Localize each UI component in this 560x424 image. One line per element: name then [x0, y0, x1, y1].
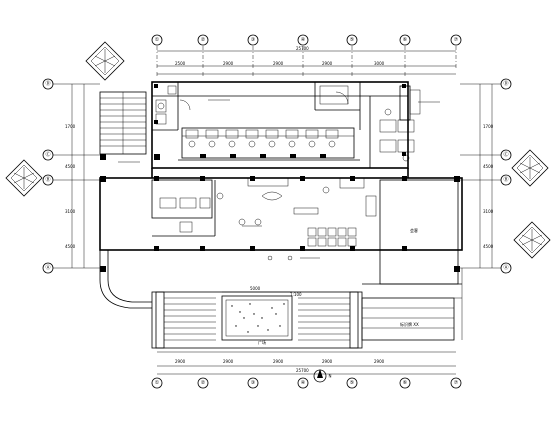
- office-desks-right: [379, 89, 421, 162]
- fountain-texture: [231, 303, 285, 333]
- north-label: N: [329, 374, 332, 379]
- grid-label: ④: [301, 380, 306, 386]
- sign-box-label: 标识牌 XX: [400, 321, 419, 327]
- dim-seg: 2900: [322, 359, 333, 364]
- dim-seg: 2900: [223, 61, 234, 66]
- dim-seg: 2900: [374, 359, 385, 364]
- grid-label: Ⓐ: [45, 264, 50, 271]
- north-arrow-icon: N: [313, 369, 332, 383]
- dim-left: 1700: [65, 124, 76, 129]
- dim-seg: 2900: [175, 359, 186, 364]
- column-grid-top: ① ② ③ ④ ⑤ ⑥ ⑦: [151, 34, 462, 68]
- grid-label: ②: [201, 37, 206, 43]
- dim-seg: 2900: [223, 359, 234, 364]
- front-terrace: 5000: [151, 286, 363, 349]
- dim-right: 4500: [483, 164, 494, 169]
- grid-bubble-top-5: ⑤: [346, 34, 358, 46]
- grid-bubble-left-D: Ⓓ: [42, 78, 54, 90]
- grid-bubble-right-B: Ⓑ: [500, 174, 512, 186]
- grid-label: Ⓒ: [503, 151, 508, 158]
- grid-label: ①: [155, 37, 160, 43]
- column-grid-bottom: 2900 2900 2900 2900 2900 25700 ① ② ③ ④ ⑤…: [151, 351, 462, 389]
- dim-left: 3100: [65, 209, 76, 214]
- grid-bubble-bottom-2: ②: [197, 377, 209, 389]
- grid-bubble-top-2: ②: [197, 34, 209, 46]
- dim-right: 1700: [483, 124, 494, 129]
- waiting-area-furniture: [159, 177, 377, 261]
- grid-label: ⑤: [350, 380, 354, 386]
- right-sign-area: 标识牌 XX: [361, 268, 463, 341]
- grid-bubble-bottom-7: ⑦: [450, 377, 462, 389]
- building-walls: [99, 81, 463, 285]
- dim-fountain: 5000: [250, 286, 261, 291]
- elevation-index-symbol-right: [511, 149, 549, 187]
- grid-bubble-top-1: ①: [151, 34, 163, 46]
- grid-bubble-top-7: ⑦: [450, 34, 462, 46]
- grid-bubble-bottom-4: ④: [297, 377, 309, 389]
- grid-label: ⑤: [350, 37, 354, 43]
- grid-label: Ⓐ: [503, 264, 508, 271]
- grid-bubble-right-D: Ⓓ: [500, 78, 512, 90]
- annotation-leaders: [118, 99, 440, 259]
- dim-seg: 3000: [374, 61, 385, 66]
- dim-seg: 2900: [273, 61, 284, 66]
- elevation-index-symbol-left: [5, 159, 43, 197]
- grid-bubble-right-A: Ⓐ: [500, 262, 512, 274]
- grid-bubble-top-4: ④: [297, 34, 309, 46]
- grid-bubble-bottom-6: ⑥: [399, 377, 411, 389]
- dim-right: 3100: [483, 209, 494, 214]
- grid-label: ④: [301, 37, 306, 43]
- grid-bubble-left-B: Ⓑ: [42, 174, 54, 186]
- scale-label: 1:100: [290, 292, 302, 297]
- elevation-index-symbol-bottom-right: [513, 221, 551, 259]
- grid-label: ⑥: [403, 380, 408, 386]
- grid-label: Ⓑ: [503, 176, 508, 183]
- grid-label: ②: [201, 380, 206, 386]
- dim-seg: 2500: [175, 61, 186, 66]
- top-dimensions: 25700 2500 2900 2900 2900 3000: [156, 46, 456, 76]
- curved-ramp: [99, 180, 152, 309]
- dim-seg: 2900: [273, 359, 284, 364]
- grid-bubble-bottom-5: ⑤: [346, 377, 358, 389]
- grid-bubble-left-A: Ⓐ: [42, 262, 54, 274]
- dim-left: 4500: [65, 164, 76, 169]
- row-grid-right: 1700 4500 3100 4500 Ⓓ Ⓒ Ⓑ Ⓐ: [460, 78, 512, 274]
- grid-label: Ⓓ: [503, 80, 508, 87]
- grid-bubble-bottom-3: ③: [247, 377, 259, 389]
- counter-workstations: [185, 129, 339, 158]
- grid-bubble-right-C: Ⓒ: [500, 149, 512, 161]
- room-label-right: 会客: [410, 227, 418, 233]
- grid-label: ③: [251, 37, 255, 43]
- grid-label: ①: [155, 380, 160, 386]
- dim-total-top: 25700: [296, 46, 309, 51]
- grid-bubble-top-3: ③: [247, 34, 259, 46]
- grid-bubble-top-6: ⑥: [399, 34, 411, 46]
- grid-label: Ⓑ: [45, 176, 50, 183]
- grid-label: ⑦: [454, 37, 459, 43]
- grid-bubble-left-C: Ⓒ: [42, 149, 54, 161]
- dim-left: 4500: [65, 244, 76, 249]
- grid-label: Ⓒ: [45, 151, 50, 158]
- grid-label: Ⓓ: [45, 80, 50, 87]
- structural-columns: [100, 84, 460, 272]
- row-grid-left: 1700 4500 3100 4500 Ⓓ Ⓒ Ⓑ Ⓐ: [42, 78, 100, 274]
- restroom-fixtures: [155, 85, 349, 125]
- dim-total-bottom: 25700: [296, 368, 309, 373]
- grid-label: ③: [251, 380, 255, 386]
- elevation-index-symbol-top-left: [85, 41, 125, 81]
- dim-seg: 2900: [322, 61, 333, 66]
- dim-right: 4500: [483, 244, 494, 249]
- plaza-label: 广场: [258, 339, 266, 345]
- grid-label: ⑦: [454, 380, 459, 386]
- left-stairs: [99, 91, 147, 155]
- grid-label: ⑥: [403, 37, 408, 43]
- grid-bubble-bottom-1: ①: [151, 377, 163, 389]
